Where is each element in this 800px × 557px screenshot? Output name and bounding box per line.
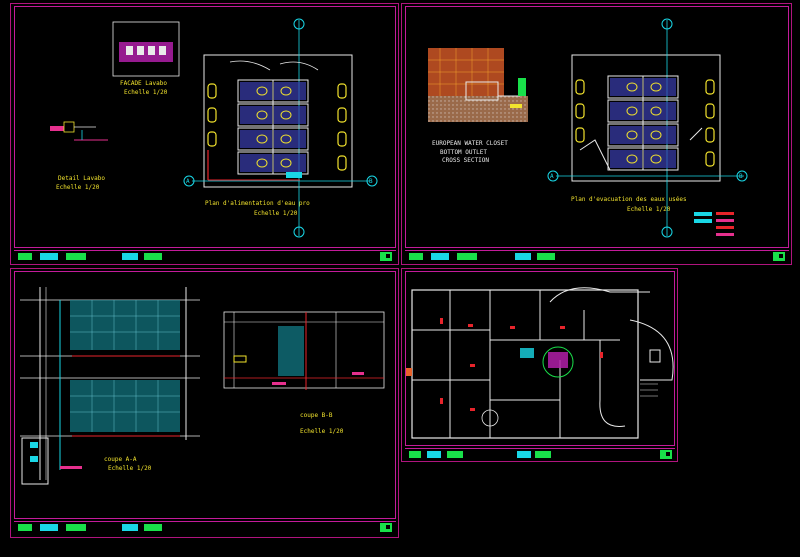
plan-title-2: Plan d'evacuation des eaux usées (571, 196, 687, 203)
detail-lavabo-drawing (50, 121, 108, 141)
title-block-3 (14, 521, 396, 533)
coupe-aa-drawing (20, 287, 200, 485)
plan-scale-2: Echelle 1/20 (627, 206, 671, 213)
coupe-bb-drawing (223, 311, 385, 390)
legend-2 (694, 212, 734, 236)
sheet-frame-2 (401, 3, 792, 265)
marker-a-sheet2: A (550, 173, 554, 180)
marker-a-sheet1: A (186, 178, 190, 185)
title-block-4 (405, 448, 675, 460)
coupe-aa-scale: Echelle 1/20 (108, 465, 152, 472)
revision-badge-4 (660, 450, 672, 459)
plan-scale-1: Echelle 1/20 (254, 210, 298, 217)
coupe-bb-title: coupe B-B (300, 412, 333, 419)
wc-cross-section-drawing (428, 48, 528, 122)
detail-title: Detail Lavabo (58, 175, 105, 182)
revision-badge-2 (773, 252, 785, 261)
sheet-inner-3 (14, 271, 396, 519)
wc-title: EUROPEAN WATER CLOSET (432, 140, 508, 147)
sheet-inner-2 (405, 6, 789, 248)
facade-scale: Echelle 1/20 (124, 89, 168, 96)
marker-b-sheet2: B (739, 173, 743, 180)
title-block-1 (14, 250, 396, 262)
facade-lavabo-drawing (112, 21, 180, 77)
detail-scale: Echelle 1/20 (56, 184, 100, 191)
revision-badge-3 (380, 523, 392, 532)
floor-plan-drawing (406, 287, 674, 439)
plan-water-supply-1 (183, 18, 378, 238)
sheet-inner-1 (14, 6, 396, 248)
coupe-aa-title: coupe A-A (104, 456, 137, 463)
sheet-inner-4 (405, 271, 675, 446)
sheet-frame-1 (10, 3, 399, 265)
marker-b-sheet1: B (369, 178, 373, 185)
revision-badge-1 (380, 252, 392, 261)
sheet-frame-3 (10, 268, 399, 538)
wc-sub: BOTTOM OUTLET (440, 149, 487, 156)
plan-drainage-2 (547, 18, 748, 238)
plan-title-1: Plan d'alimentation d'eau pro (205, 200, 310, 207)
title-block-2 (405, 250, 789, 262)
coupe-bb-scale: Echelle 1/20 (300, 428, 344, 435)
facade-title: FACADE Lavabo (120, 80, 167, 87)
wc-sub2: CROSS SECTION (442, 157, 489, 164)
sheet-frame-4 (401, 268, 678, 462)
